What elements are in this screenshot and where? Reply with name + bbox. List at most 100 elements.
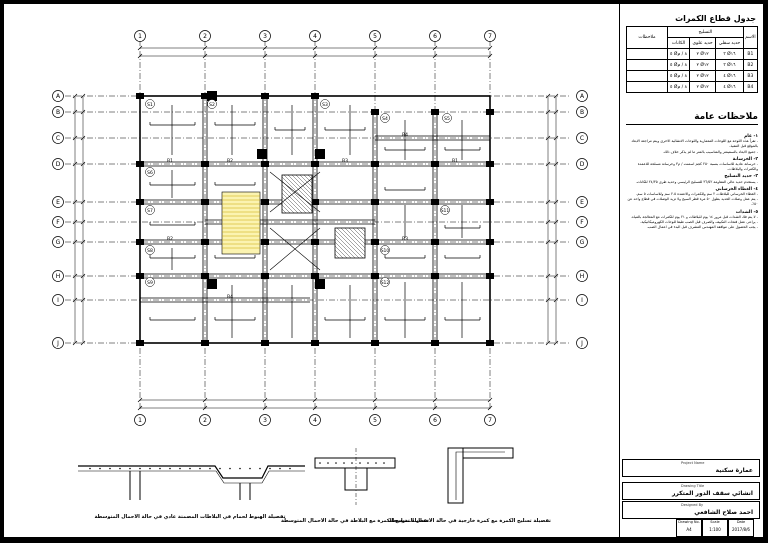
beam-label: B2: [227, 158, 233, 164]
grid-bubble-label: E: [56, 199, 60, 206]
grid-bubble-label: B: [56, 109, 60, 116]
grid-bubble: [199, 414, 211, 426]
title-block-row: Drawing Title انشائي سقف الدور المتكرر: [622, 482, 760, 500]
grid-bubble: [576, 158, 588, 170]
grid-bubble: [576, 196, 588, 208]
slab-label: S1: [147, 102, 153, 108]
column: [207, 279, 217, 289]
column: [261, 239, 269, 245]
dimension-tick: [372, 405, 378, 411]
column: [311, 340, 319, 346]
dimension-tick: [553, 135, 559, 141]
hatch-line: [281, 180, 313, 212]
edge-slab-detail: [462, 447, 514, 459]
column: [431, 199, 439, 205]
rebar-dot: [269, 467, 271, 470]
detail-caption: تفصيلة تسليح الكمرة مع البلاطة في حالة ا…: [281, 518, 429, 524]
title-block-value: انشائي سقف الدور المتكرر: [671, 490, 753, 497]
column: [486, 109, 494, 115]
schedule-cell: ٥ Ø٨ / م: [666, 81, 691, 93]
hatch-line: [334, 229, 364, 259]
info-value: A4: [686, 527, 692, 532]
hatch-line: [352, 227, 366, 241]
grid-bubble-label: H: [56, 273, 61, 280]
schedule-cell: B4: [742, 81, 759, 93]
rebar-dot: [327, 462, 329, 464]
dimension-tick: [72, 199, 78, 205]
rebar-dot: [129, 467, 131, 470]
beam-label: B3: [342, 158, 348, 164]
grid-bubble: [369, 30, 381, 42]
schedule-rebar-header: التسليح: [667, 26, 744, 38]
dimension-tick: [487, 45, 493, 51]
slab-mark: [380, 277, 390, 287]
edge-rebar: [455, 451, 505, 500]
dimension-tick: [80, 199, 86, 205]
grid-bubble: [309, 30, 321, 42]
grid-bubble-label: J: [56, 340, 59, 347]
note-section-title: ٢- الخرسانة: [732, 156, 758, 162]
beam-label: B4: [227, 294, 233, 300]
note-paragraph: - يتم عمل وصلات الحديد بطول ٥٠ مرة قطر ا…: [627, 197, 758, 207]
column: [371, 161, 379, 167]
info-label: Drawing No.: [678, 520, 700, 524]
rebar-dot: [169, 467, 171, 470]
grid-bubble: [484, 414, 496, 426]
column: [311, 93, 319, 99]
title-block-label: Drawing Title: [681, 484, 705, 488]
grid-bubble: [576, 90, 588, 102]
hatch-line: [295, 174, 313, 192]
hatch-line: [291, 174, 313, 196]
schedule-cell: ٥ Ø٨ / م: [666, 70, 691, 82]
grid-bubble: [52, 337, 64, 349]
note-paragraph: - لا يتم فك الشدات قبل مرور ١٤ يوم للبلا…: [630, 214, 758, 219]
shaft-opening: [334, 227, 366, 259]
schedule-cell: ٢ Ø١٢: [689, 48, 717, 60]
schedule-subheader: الكانات: [666, 37, 691, 49]
info-value: 2017/8/6: [732, 527, 750, 532]
slab-mark: [442, 113, 452, 123]
column: [136, 340, 144, 346]
column: [201, 93, 209, 99]
column: [201, 340, 209, 346]
dimension-tick: [487, 397, 493, 403]
dimension-tick: [553, 239, 559, 245]
note-paragraph: - يراعى عمل فتحات التكييف والصرف قبل الص…: [640, 220, 758, 225]
column: [257, 149, 267, 159]
schedule-cell: ٢ Ø١٢: [689, 59, 717, 71]
note-section-title: ٥- الشدات: [735, 209, 758, 215]
column: [315, 149, 325, 159]
rebar-dot: [189, 467, 191, 470]
grid-bubble-label: F: [56, 219, 60, 226]
column: [201, 273, 209, 279]
grid-bubble-label: J: [580, 340, 583, 347]
schedule-cell: [626, 70, 668, 82]
grid-bubble-label: I: [57, 297, 59, 304]
schedule-cell: B3: [742, 70, 759, 82]
beam-label: B2: [167, 236, 173, 242]
dimension-tick: [72, 297, 78, 303]
dimension-tick: [553, 93, 559, 99]
hatch-line: [281, 200, 295, 214]
grid-bubble: [52, 132, 64, 144]
note-section-title: ٤- الغطاء الخرساني: [715, 186, 758, 192]
rebar-dot: [219, 467, 221, 470]
dimension-tick: [545, 93, 551, 99]
column: [431, 340, 439, 346]
grid-bubble: [576, 270, 588, 282]
detail-caption: تفصيلة تسليح الكمرة مع كمرة خارجية في حا…: [389, 518, 551, 524]
stair-flight: [221, 191, 261, 255]
grid-bubble: [484, 30, 496, 42]
rebar-dot: [89, 467, 91, 470]
dimension-tick: [545, 239, 551, 245]
schedule-subheader: حديد علوي: [689, 37, 717, 49]
grid-bubble-label: E: [580, 199, 584, 206]
rebar-dot: [375, 462, 377, 464]
schedule-subheader: حديد سفلي: [715, 37, 744, 49]
slab-label: S6: [147, 170, 153, 176]
